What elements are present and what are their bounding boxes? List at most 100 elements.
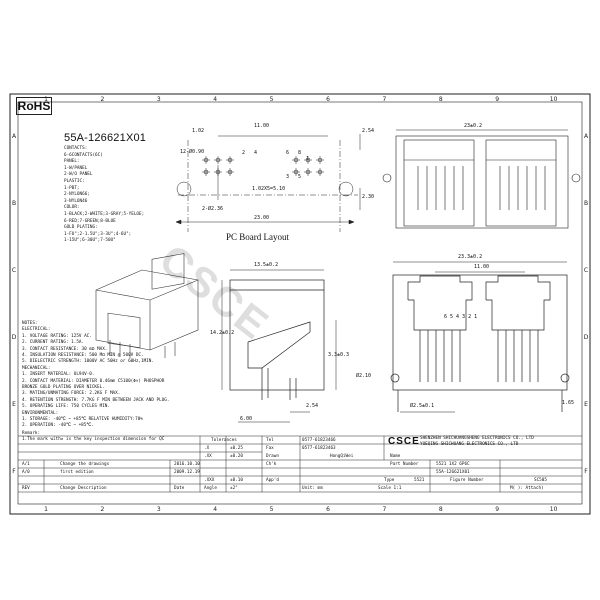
type-value: 5521 (414, 478, 425, 483)
frame-col-number: 3 (157, 506, 161, 513)
dim-label: 11.00 (474, 264, 490, 270)
note-line: 1. STORAGE: -40℃ ~ +85℃ RELATIVE HUMIDIT… (22, 417, 143, 422)
dim-label: 23.3±0.2 (458, 254, 483, 260)
rohs-mark: RoHS (16, 97, 52, 115)
note-line: NOTES: (22, 321, 38, 326)
isometric-view (95, 253, 199, 358)
note-line: ENVIRONMENTAL: (22, 410, 59, 416)
drawn-value: HongQiWei (330, 454, 354, 459)
tol-value: ±0.25 (230, 446, 243, 451)
part-code-line: 6-6CONTACTS(6C) (64, 152, 103, 158)
note-line: 2. CURRENT RATING: 1.5A. (22, 340, 85, 346)
frame-row-letter: A (12, 133, 17, 140)
tol-value: ±0.20 (230, 454, 243, 459)
frame-row-letter: D (12, 334, 17, 341)
dim-label: 1.02 (192, 128, 205, 134)
name-label: Name (390, 454, 401, 459)
company-name: SHENZHEN SHICHUANGSHENG ELECTRONICS CO.,… (420, 436, 534, 441)
pin-number-label: 6 (286, 150, 290, 156)
checked-label: Ch'k (266, 462, 277, 467)
top-view-contact-pins (417, 166, 546, 210)
angle-value: ±2° (230, 486, 238, 491)
tel-value: 0577-61823466 (302, 438, 336, 443)
part-code-line: 1-PBT; (64, 185, 80, 191)
part-code-line: 2-W/O PANEL (64, 172, 93, 178)
dim-label: 12-Ø0.90 (180, 149, 205, 155)
rev-date-cell: 2009.12.19 (174, 470, 200, 475)
note-line: 5. OPERATING LIFE: 750 CYCLES MIN. (22, 404, 110, 410)
part-code-line: CONTACTS: (64, 146, 88, 151)
dim-label: 11.00 (254, 123, 270, 129)
frame-col-number: 4 (213, 96, 217, 103)
rev-date-cell: 2016.10.10 (174, 462, 200, 467)
dim-label: Ø2.5±0.1 (410, 403, 435, 409)
tol-label: .XX (204, 454, 212, 459)
pin-number-label: 1 (306, 156, 310, 162)
part-code-line: 1-15U";6-30U";7-50U" (64, 238, 116, 244)
frame-row-letter: B (584, 200, 588, 207)
note-line: 2. CONTACT MATERIAL: DIAMETER 0.46mm C51… (22, 378, 165, 384)
part-code-line: 2-NYLON66; (64, 192, 90, 198)
dim-label: 1.65 (562, 400, 575, 406)
sheet-label: M( ): Attach) (510, 486, 544, 491)
note-line: 3. MATING/UNMATING FORCE: 2.2KG F MAX. (22, 391, 121, 397)
dim-label: 2-Ø2.36 (202, 206, 224, 212)
pin-number-label: 8 (298, 150, 302, 156)
pin-number-label: 4 (254, 150, 258, 156)
pin-number-label: 5 (298, 174, 302, 180)
part-number-label: Part Number (390, 462, 419, 467)
frame-col-number: 1 (44, 96, 48, 103)
frame-col-number: 10 (550, 96, 558, 103)
title-block-grid (18, 435, 582, 493)
note-line: 3. CONTACT RESISTANCE: 30 mΩ MAX. (22, 346, 108, 352)
rev-desc-cell: Change the drawings (60, 462, 110, 467)
frame-col-number: 3 (157, 96, 161, 103)
frame-row-letter: F (584, 468, 588, 475)
part-code-line: PLASTIC: (64, 179, 85, 184)
dim-label: 23.00 (254, 215, 270, 221)
note-line: MECHANICAL: (22, 365, 51, 371)
frame-col-number: 5 (270, 506, 274, 513)
note-line: 1. INSERT MATERIAL: UL94V-0. (22, 372, 95, 378)
frame-row-letter: D (584, 334, 589, 341)
company-logo: CSCE (388, 436, 420, 447)
angle-label: Angle (204, 486, 217, 491)
dim-label: 23±0.2 (464, 123, 483, 129)
dim-label: 2.54 (306, 403, 319, 409)
drawing-frame (9, 93, 591, 515)
frame-col-number: 7 (382, 506, 386, 513)
part-code-line: 1-W/PANEL (64, 165, 88, 171)
figure-label: Figure Number (450, 478, 484, 483)
rev-header: Change Description (60, 486, 107, 491)
part-code-line: GOLD PLATING: (64, 225, 98, 231)
rev-cell: A/1 (22, 462, 30, 467)
part-code-line: 1-FU";2-1.5U";3-3U";4-6U"; (64, 231, 132, 237)
front-view-contacts (419, 330, 539, 382)
frame-col-number: 2 (100, 506, 104, 513)
tel-label: Tel (266, 438, 274, 443)
unit-label: Unit: mm (302, 486, 323, 491)
remark-label: Remark: (22, 431, 41, 436)
pin-number-label: 3 (286, 174, 290, 180)
rev-cell: A/0 (22, 470, 30, 475)
part-number-value: 55A-126621X01 (436, 470, 470, 475)
dim-label: 3.3±0.3 (328, 352, 350, 358)
scale-label: Scale 1:1 (378, 486, 402, 491)
rev-header: REV (22, 486, 30, 491)
frame-col-number: 5 (270, 96, 274, 103)
frame-row-letter: E (12, 401, 16, 408)
pcb-layout-title: PC Board Layout (226, 232, 289, 242)
pcb-layout-view (175, 134, 361, 232)
rev-header: Date (174, 486, 185, 491)
note-line: 2. OPERATION: -40℃ ~ +85℃. (22, 423, 94, 429)
frame-row-letter: C (584, 267, 588, 274)
rev-desc-cell: first edition (60, 470, 94, 475)
frame-row-letter: A (584, 133, 589, 140)
tol-label: .X (204, 446, 210, 451)
fax-value: 0577-61823463 (302, 446, 336, 451)
frame-col-number: 6 (326, 96, 330, 103)
pin-number-label: 2 (242, 150, 246, 156)
side-view (221, 269, 337, 423)
